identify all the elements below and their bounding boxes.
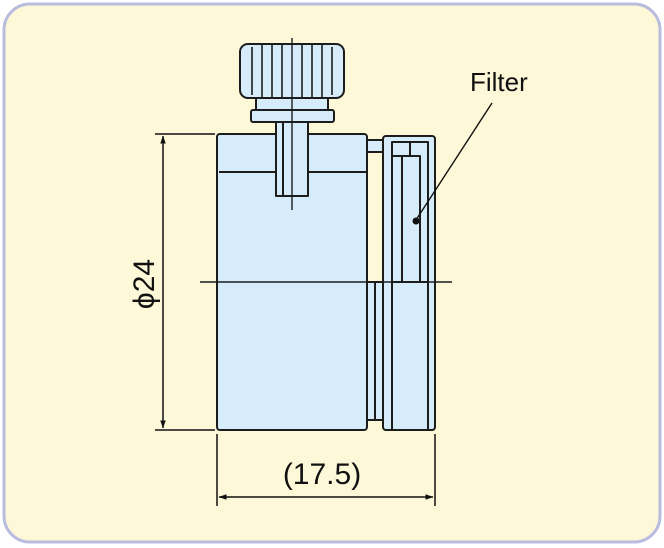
filter-label: Filter <box>470 67 528 97</box>
width-dimension <box>216 434 436 506</box>
width-label: (17.5) <box>283 458 361 491</box>
diameter-dimension <box>155 133 215 431</box>
body-groove-2 <box>374 281 384 421</box>
filter-cap-top-notch <box>392 142 411 157</box>
body-groove-1 <box>366 281 376 421</box>
knob-knurling <box>251 45 333 97</box>
diameter-label: ϕ24 <box>128 259 161 309</box>
filter-cap-lower <box>391 281 429 431</box>
center-lines <box>200 38 452 283</box>
filter-leader-line <box>415 102 493 221</box>
filter-leader-dot <box>412 217 420 225</box>
